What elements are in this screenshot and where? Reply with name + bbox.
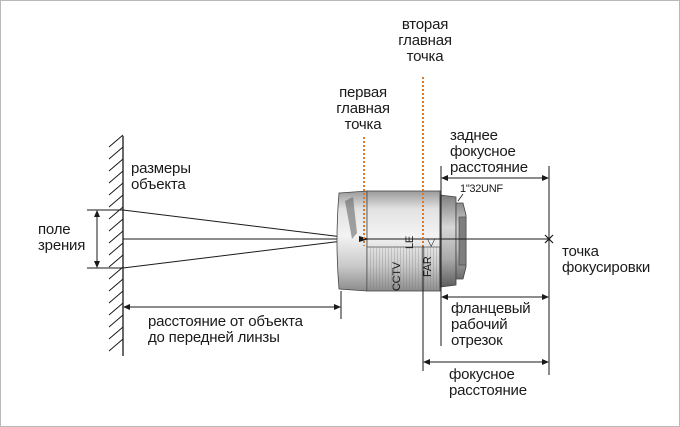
flange-back-dimension bbox=[441, 294, 549, 300]
principal-point-lines bbox=[363, 77, 424, 246]
field-of-view-dimension bbox=[87, 209, 123, 269]
lens-mark-far: FAR bbox=[422, 256, 434, 278]
label-focal-length: фокусное расстояние bbox=[449, 366, 527, 399]
object-wall bbox=[108, 134, 124, 356]
object-distance-dimension bbox=[123, 304, 341, 310]
thread-leader-line bbox=[457, 193, 464, 202]
lens-mark-arrow-icon: ◁ bbox=[425, 238, 437, 247]
lens-body bbox=[336, 190, 467, 292]
label-object-to-front-lens-distance: расстояние от объекта до передней линзы bbox=[148, 313, 303, 346]
lens-mark-le: LE bbox=[404, 236, 416, 249]
reference-lines bbox=[340, 166, 550, 375]
label-first-principal-point: первая главная точка bbox=[336, 84, 390, 133]
label-thread-spec: 1"32UNF bbox=[460, 183, 503, 195]
label-object-size: размеры объекта bbox=[131, 160, 191, 193]
focal-length-dimension bbox=[423, 359, 549, 365]
label-flange-back: фланцевый рабочий отрезок bbox=[451, 300, 531, 349]
label-field-of-view: поле зрения bbox=[38, 221, 86, 254]
object-rays bbox=[122, 209, 360, 269]
label-second-principal-point: вторая главная точка bbox=[398, 16, 452, 65]
back-focal-distance-dimension bbox=[441, 175, 549, 181]
label-back-focal-distance: заднее фокусное расстояние bbox=[450, 127, 528, 176]
label-focus-point: точка фокусировки bbox=[562, 243, 651, 276]
